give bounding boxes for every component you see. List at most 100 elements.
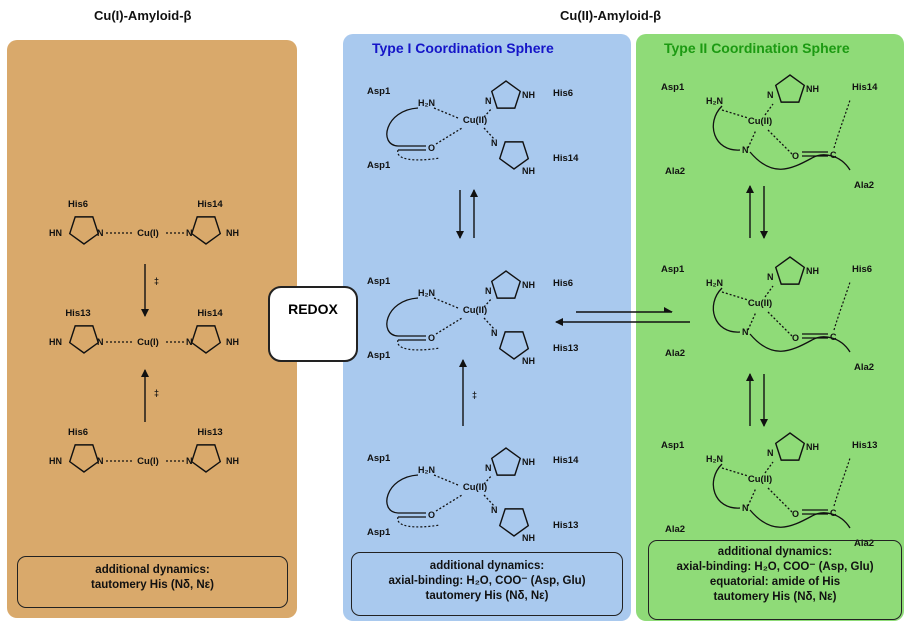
cu2-label: Cu(II) [463,305,487,316]
asp1-label: Asp1 [661,440,685,451]
nh-label: NH [806,442,819,452]
imidazole-top [490,80,522,109]
bond-dotted [764,103,774,116]
imidazole-ring [774,432,806,461]
cu1-note-box: additional dynamics: tautomery His (Nδ, … [17,556,288,608]
ts-mark: ‡ [154,388,159,398]
bond-dotted [483,127,496,141]
imidazole-ring [490,447,522,476]
n-label: N [767,90,774,100]
backbone-dotted [833,281,851,331]
bond-dotted [764,461,774,474]
cu2-header: Cu(II)-Amyloid-β [560,8,662,23]
his-label: His14 [553,153,579,164]
backbone-2 [749,509,851,529]
ala2-label: Ala2 [854,362,874,373]
imidazole-ring [190,216,222,245]
ts-mark: ‡ [154,276,159,286]
imidazole-bottom [498,331,530,360]
bond-dotted [433,107,459,119]
his-label: His14 [852,82,878,93]
h2n-label: H₂N [418,288,435,298]
nh-label: NH [522,90,535,100]
his-label: His6 [553,88,573,99]
type1-note-box: additional dynamics: axial-binding: H₂O,… [351,552,623,616]
type1-title: Type I Coordination Sphere [372,40,554,56]
type2-note-line4: tautomery His (Nδ, Nε) [713,591,837,603]
h2n-label: H₂N [706,96,723,106]
imidazole-ring [490,270,522,299]
bond-dotted [747,129,757,149]
o-label: O [792,151,799,161]
imidazole-top [490,447,522,476]
imidazole-ring [490,80,522,109]
bond-dotted [483,297,493,308]
nh-label: NH [806,84,819,94]
backbone-dotted [397,339,441,351]
nh-label: NH [522,356,535,366]
n-label: N [491,505,498,515]
bond-dotted [721,109,749,119]
imidazole-ring [68,444,100,473]
imidazole-right [190,325,222,354]
backbone [712,463,741,509]
h2n-label: H₂N [418,465,435,475]
his-label: His13 [65,308,90,319]
hn-label: HN [49,456,62,466]
bond-dotted [435,494,463,512]
imidazole-ring [498,141,530,170]
imidazole-ring [68,325,100,354]
o-label: O [792,509,799,519]
cu1-panel [7,40,297,618]
backbone [712,105,741,151]
cu2-label: Cu(II) [748,298,772,309]
his-label: His13 [197,427,222,438]
backbone-dotted [833,99,851,149]
type2-panel [636,34,904,621]
o-label: O [792,333,799,343]
n-label: N [97,456,104,466]
asp1-label: Asp1 [367,276,391,287]
n-label: N [186,456,193,466]
bond-dotted [435,317,463,335]
nh-label: NH [522,457,535,467]
nh-label: NH [226,228,239,238]
n-label: N [485,286,492,296]
imidazole-ring [774,256,806,285]
his-label: His6 [553,278,573,289]
bond-dotted [483,317,496,331]
imidazole-ring [190,325,222,354]
backbone-dotted [397,516,441,528]
type2-note-line1: additional dynamics: [717,546,833,558]
ala2-label: Ala2 [665,166,685,177]
asp1-label: Asp1 [367,160,391,171]
imidazole-left [68,325,100,354]
type2-note-line2: axial-binding: H₂O, COO⁻ (Asp, Glu) [676,561,874,573]
asp1-label: Asp1 [661,264,685,275]
n-label: N [97,337,104,347]
ts-mark: ‡ [472,390,477,400]
imidazole-top [490,270,522,299]
n-label: N [97,228,104,238]
redox-box: REDOX [268,286,358,362]
imidazole-bottom [498,141,530,170]
n-label: N [742,145,749,155]
h2n-label: H₂N [706,454,723,464]
n-label: N [485,96,492,106]
h2n-label: H₂N [418,98,435,108]
n-label: N [742,327,749,337]
h2n-label: H₂N [706,278,723,288]
cu2-label: Cu(II) [463,482,487,493]
type2-note-box: additional dynamics: axial-binding: H₂O,… [648,540,902,620]
